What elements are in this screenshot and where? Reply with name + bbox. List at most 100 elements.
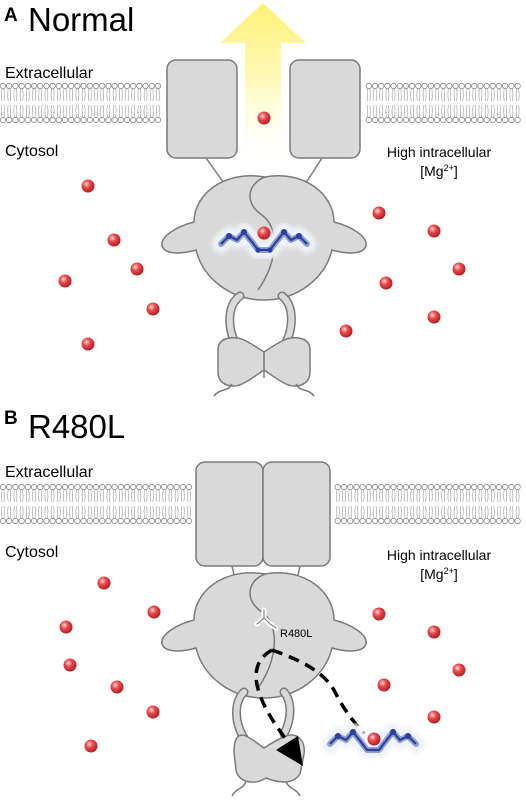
lipid-tail: [404, 88, 408, 102]
lipid-tail: [38, 88, 42, 102]
lipid-head: [384, 116, 391, 124]
lipid-tail: [94, 489, 98, 503]
lipid-head: [489, 483, 496, 491]
extracellular-label-a: Extracellular: [5, 65, 94, 82]
lipid-tail: [112, 104, 117, 118]
lipid-head: [514, 483, 521, 491]
lipid-head: [409, 116, 416, 124]
lipid-head: [359, 517, 366, 525]
lipid-head: [68, 517, 75, 525]
lipid-tail: [379, 505, 383, 519]
lipid-tail: [168, 505, 173, 519]
lipid-head: [340, 483, 348, 491]
dissociation-arrowhead: [276, 736, 303, 766]
lipid-tail: [57, 505, 61, 519]
lipid-head: [471, 517, 478, 525]
lipid-tail: [429, 489, 433, 503]
lipid-tail: [88, 104, 92, 118]
lipid-tail: [50, 489, 55, 503]
lipid-tail: [63, 489, 67, 503]
lipid-head: [495, 116, 503, 124]
lipid-head: [433, 483, 441, 491]
lipid-head: [409, 517, 416, 525]
lipid-tail: [410, 505, 414, 519]
lipid-tail: [515, 505, 520, 519]
lipid-tail: [38, 104, 42, 118]
lipid-tail: [460, 505, 464, 519]
lipid-head: [495, 517, 503, 525]
lipid-head: [123, 116, 131, 124]
cbs-domain-b: [161, 572, 367, 699]
lipid-tail: [435, 489, 439, 503]
efflux-arrow: [220, 3, 306, 163]
lipid-head: [111, 82, 118, 90]
lipid-head: [477, 517, 484, 525]
lipid-tail: [57, 88, 61, 102]
lipid-tail: [466, 489, 470, 503]
lipid-tail: [26, 104, 30, 118]
lipid-head: [55, 517, 62, 525]
lipid-tail: [7, 104, 11, 118]
lipid-tail: [354, 489, 359, 503]
lipid-head: [86, 483, 93, 491]
lipid-head: [396, 517, 403, 525]
lipid-tail: [88, 489, 92, 503]
lipid-head: [43, 82, 50, 90]
mg-ion: [452, 663, 466, 677]
lipid-head: [378, 116, 385, 124]
lipid-head: [30, 82, 38, 90]
lipid-head: [0, 517, 7, 525]
lipid-head: [365, 483, 372, 491]
lipid-head: [415, 82, 422, 90]
lipid-head: [483, 517, 490, 525]
lipid-tail: [398, 88, 402, 102]
membrane-a: [0, 82, 521, 124]
lipid-tail: [447, 505, 452, 519]
lipid-head: [154, 82, 162, 90]
lipid-head: [508, 517, 515, 525]
lipid-head: [471, 483, 478, 491]
tail-left-b: [231, 781, 247, 797]
lipid-tail: [416, 489, 421, 503]
lipid-head: [185, 483, 193, 491]
lipid-tail: [125, 88, 129, 102]
lipid-head: [334, 483, 341, 491]
lipid-head: [80, 116, 87, 124]
lipid-tail: [379, 88, 383, 102]
lipid-head: [12, 483, 19, 491]
lipid-tail: [373, 88, 377, 102]
lipid-head: [117, 82, 124, 90]
transmembrane-domain-left-b: [195, 461, 264, 567]
cytosol-label-b: Cytosol: [5, 544, 58, 561]
lipid-tail: [187, 489, 191, 503]
lipid-head: [390, 82, 397, 90]
lipid-tail: [398, 505, 402, 519]
lipid-head: [477, 483, 484, 491]
lipid-tail: [453, 88, 458, 102]
lipid-head: [55, 483, 62, 491]
lipid-tail: [187, 505, 191, 519]
lipid-head: [495, 483, 503, 491]
lipid-head: [117, 517, 124, 525]
lipid-head: [161, 483, 168, 491]
lipid-tail: [100, 489, 104, 503]
panel-b-letter: B: [4, 408, 18, 429]
bound-ligand-a: [212, 223, 316, 259]
lipid-head: [446, 116, 453, 124]
lipid-tail: [379, 104, 383, 118]
lipid-head: [502, 483, 509, 491]
lipid-head: [24, 116, 31, 124]
transmembrane-domain-right: [289, 59, 361, 159]
mg-ion: [367, 732, 381, 746]
lipid-head: [61, 82, 69, 90]
lipid-head: [154, 483, 162, 491]
mg-ions-a: [58, 111, 466, 351]
transmembrane-domain-left: [166, 59, 238, 159]
lipid-tail: [509, 505, 514, 519]
lipid-head: [161, 517, 168, 525]
lipid-head: [347, 517, 354, 525]
lipid-head: [514, 517, 521, 525]
lipid-head: [74, 483, 81, 491]
lipid-head: [440, 116, 447, 124]
lipid-head: [433, 82, 441, 90]
